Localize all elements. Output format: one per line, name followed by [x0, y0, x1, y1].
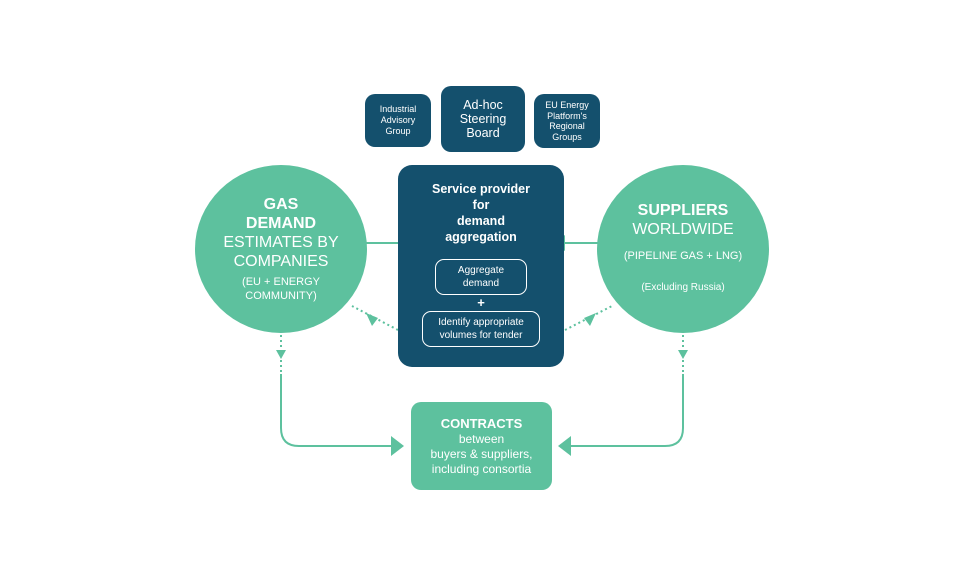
- suppliers-circle: SUPPLIERS WORLDWIDE (PIPELINE GAS + LNG)…: [597, 165, 769, 333]
- gas-demand-heading: DEMAND: [245, 215, 317, 232]
- service-title-line: aggregation: [445, 230, 517, 244]
- identify-volumes-step: Identify appropriate volumes for tender: [422, 311, 540, 347]
- contracts-heading: CONTRACTS: [440, 415, 523, 431]
- industrial-line: Advisory: [380, 115, 416, 125]
- contracts-box: CONTRACTS between buyers & suppliers, in…: [411, 402, 552, 490]
- contracts-line: between: [458, 431, 505, 446]
- arrow-demand-to-contracts: [280, 374, 394, 447]
- gas-demand-note: COMMUNITY): [245, 290, 317, 302]
- industrial-advisory-group-box: Industrial Advisory Group: [365, 94, 431, 147]
- step1-line: demand: [462, 278, 500, 289]
- suppliers-exclusion-note: (Excluding Russia): [641, 281, 725, 293]
- industrial-line: Group: [385, 126, 411, 136]
- dotted-arrowhead-service-to-suppliers: [584, 313, 596, 326]
- aggregate-demand-step: Aggregate demand: [435, 259, 527, 295]
- service-provider-box: Service provider for demand aggregation …: [398, 165, 564, 367]
- euep-line: Platform's: [547, 110, 587, 121]
- plus-sign: +: [477, 295, 485, 310]
- suppliers-note: (PIPELINE GAS + LNG): [623, 249, 743, 262]
- step1-line: Aggregate: [457, 265, 505, 276]
- step2-line: volumes for tender: [439, 330, 523, 341]
- euep-line: EU Energy: [545, 100, 589, 110]
- euep-line: Groups: [552, 131, 582, 142]
- dotted-arrowhead-service-to-demand: [366, 313, 378, 326]
- dotted-arrowhead-demand-down: [276, 350, 286, 359]
- arrowhead-demand-to-contracts: [391, 436, 404, 456]
- contracts-line: buyers & suppliers,: [430, 446, 533, 461]
- suppliers-heading: SUPPLIERS: [637, 201, 729, 219]
- arrow-suppliers-to-contracts: [568, 374, 684, 447]
- gas-demand-heading: GAS: [263, 196, 299, 213]
- dotted-arrowhead-suppliers-down: [678, 350, 688, 359]
- gas-demand-subheading: ESTIMATES BY: [223, 234, 339, 251]
- suppliers-subheading: WORLDWIDE: [632, 220, 734, 238]
- eu-energy-platform-box: EU Energy Platform's Regional Groups: [534, 94, 600, 148]
- arrowhead-suppliers-to-contracts: [558, 436, 571, 456]
- gas-demand-circle: GAS DEMAND ESTIMATES BY COMPANIES (EU + …: [195, 165, 367, 333]
- service-title-line: for: [472, 198, 490, 212]
- gas-demand-subheading: COMPANIES: [233, 253, 329, 270]
- contracts-line: including consortia: [431, 461, 532, 476]
- gas-demand-note: (EU + ENERGY: [242, 276, 320, 288]
- adhoc-steering-board-box: Ad-hoc Steering Board: [441, 86, 525, 152]
- service-title-line: Service provider: [432, 182, 530, 196]
- adhoc-line: Steering: [459, 112, 507, 126]
- adhoc-line: Board: [466, 126, 500, 140]
- euep-line: Regional: [549, 121, 585, 131]
- service-title-line: demand: [457, 214, 505, 228]
- adhoc-line: Ad-hoc: [463, 98, 503, 112]
- step2-line: Identify appropriate: [438, 317, 524, 328]
- industrial-line: Industrial: [379, 104, 417, 114]
